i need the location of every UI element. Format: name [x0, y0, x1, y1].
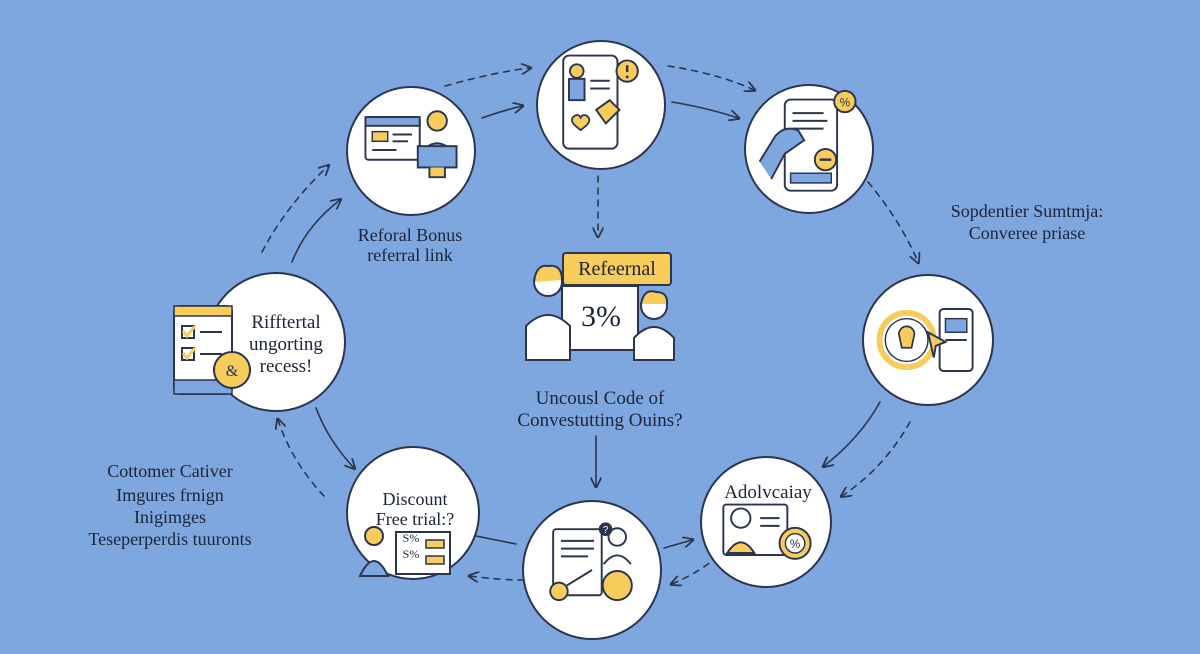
arrow-top-dashed-left	[444, 68, 530, 87]
document-person-icon: ?	[549, 522, 633, 602]
svg-text:%: %	[840, 96, 850, 109]
arrow-top-solid-right	[671, 101, 738, 118]
center-percent: 3%	[581, 300, 621, 333]
left-node-text-3: recess!	[259, 356, 313, 377]
label-top-left-1: Reforal Bonus	[357, 225, 463, 245]
label-center-2: Convestutting Ouins?	[517, 410, 683, 431]
left-node-text-2: ungorting	[249, 334, 323, 355]
node-profile-card	[346, 86, 476, 216]
arrow-bottom-right-solid	[663, 540, 692, 549]
arrow-left-solid-up	[291, 200, 340, 263]
discount-node-text-1: Discount	[382, 489, 448, 509]
label-left-outer-1: Cottomer Cativer	[107, 461, 233, 481]
referral-people-icon	[525, 264, 675, 361]
advocacy-node-text: Adolvcaiay	[724, 482, 812, 503]
arrow-left-solid-down	[315, 407, 354, 468]
node-document-person: ?	[522, 500, 662, 640]
arrow-bottom-left-dashed	[470, 576, 525, 580]
advocate-coin-icon: %	[722, 503, 812, 560]
node-coin-phone	[862, 274, 994, 406]
checklist-tablet-icon: &	[173, 305, 251, 395]
svg-text:%: %	[790, 538, 800, 551]
node-advocacy: % Adolvcaiay	[700, 456, 832, 588]
label-left-outer-2: Imgures frnign	[116, 485, 224, 505]
left-node-text-1: Rifftertal	[251, 312, 321, 333]
label-top-left-2: referral link	[367, 245, 453, 265]
center-badge: Refeernal	[562, 252, 672, 286]
arrow-right-solid-down	[824, 401, 881, 466]
profile-card-icon	[364, 110, 458, 179]
phone-document-icon	[562, 54, 639, 150]
tablet-offer-icon: %	[758, 89, 857, 192]
label-right-2: Converee priase	[968, 223, 1086, 243]
label-left-outer-4: Teseperperdis tuuronts	[88, 529, 252, 549]
svg-text:&: &	[226, 363, 239, 380]
label-left-outer-3: Inigimges	[134, 507, 206, 527]
label-right-1: Sopdentier Sumtmja:	[950, 201, 1104, 221]
node-phone-document	[536, 40, 666, 170]
arrow-left-dashed-upper	[261, 166, 328, 253]
svg-text:?: ?	[603, 525, 609, 536]
arrow-right-dashed-lower	[842, 421, 911, 496]
arrow-top-dashed-right	[667, 65, 754, 90]
arrow-top-solid-left	[481, 106, 522, 119]
coin-phone-icon	[876, 308, 974, 372]
arrow-bottom-left-solid	[475, 535, 517, 545]
node-tablet-offer: %	[744, 84, 874, 214]
discount-person-icon	[358, 526, 451, 577]
arrow-right-dashed-down	[867, 181, 918, 262]
discount-node-text-2: Free trial:?	[375, 509, 455, 529]
arrow-left-dashed-up	[278, 420, 325, 497]
discount-tag-2: S%	[402, 547, 420, 561]
label-center-1: Uncousl Code of	[535, 388, 665, 409]
discount-tag-1: S%	[402, 531, 420, 545]
